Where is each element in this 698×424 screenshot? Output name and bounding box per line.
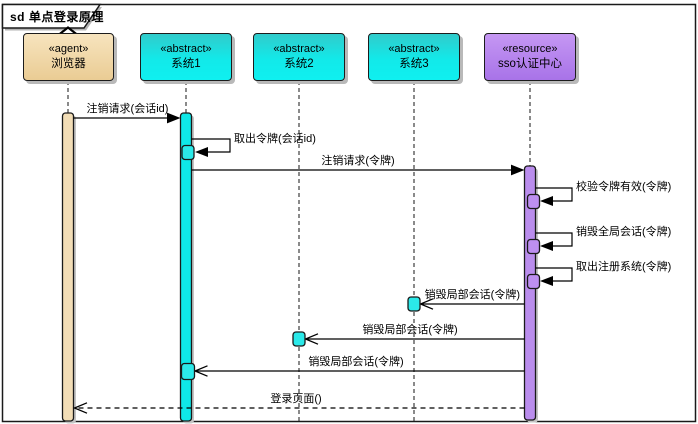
message-label: 销毁局部会话(令牌): [424, 289, 520, 301]
exec-block-sso: [526, 238, 541, 255]
message-label: 销毁局部会话(令牌): [362, 324, 458, 336]
participant-name: 系统1: [171, 58, 201, 70]
participant-name: 系统3: [399, 58, 429, 70]
arrowhead-icon: [511, 164, 525, 176]
stereotype-label: «abstract»: [273, 43, 325, 55]
message-line-destroy-global-session: [535, 232, 573, 247]
stereotype-label: «agent»: [48, 43, 89, 55]
diagram-title: sd 单点登录原理: [10, 10, 104, 24]
participant-system1: «abstract» 系统1: [140, 33, 232, 81]
message-label: 注销请求(令牌): [321, 155, 395, 167]
arrowhead-icon: [540, 241, 553, 251]
activation-browser: [61, 112, 75, 422]
stereotype-label: «abstract»: [388, 43, 440, 55]
exec-block-system3: [407, 296, 421, 312]
open-arrowhead-icon: [72, 402, 88, 414]
message-line-fetch-registered-systems: [535, 267, 573, 282]
activation-sso: [523, 165, 537, 421]
exec-block-system2: [292, 331, 306, 347]
message-label: 销毁局部会话(令牌): [308, 356, 404, 368]
message-label: 登录页面(): [270, 393, 322, 405]
participant-system2: «abstract» 系统2: [253, 33, 345, 81]
participant-sso: «resource» sso认证中心: [484, 33, 576, 81]
sync-arrowheads: [167, 112, 553, 286]
message-lines: [73, 117, 573, 409]
exec-block-system1: [180, 362, 196, 381]
activation-bars: [61, 112, 538, 424]
frame-tab: [1, 3, 102, 29]
message-line-fetch-token: [191, 138, 231, 153]
participant-system3: «abstract» 系统3: [368, 33, 460, 81]
arrowhead-icon: [167, 112, 181, 124]
message-label: 取出令牌(会话id): [234, 133, 316, 145]
participant-name: 浏览器: [51, 58, 86, 70]
execution-blocks: [180, 144, 541, 381]
arrowhead-icon: [195, 147, 208, 157]
arrowhead-icon: [540, 276, 553, 286]
message-label: 注销请求(会话id): [86, 103, 169, 115]
diagram-frame: [1, 3, 697, 423]
exec-block-sso: [526, 193, 541, 210]
exec-block-system1: [181, 144, 195, 161]
message-label: 取出注册系统(令牌): [576, 261, 672, 273]
message-line-validate-token: [535, 187, 573, 202]
participant-browser: «agent» 浏览器: [23, 33, 114, 81]
stereotype-label: «resource»: [502, 43, 558, 55]
message-label: 销毁全局会话(令牌): [576, 226, 672, 238]
participant-name: 系统2: [284, 58, 314, 70]
participant-name: sso认证中心: [498, 58, 562, 70]
stereotype-label: «abstract»: [160, 43, 212, 55]
arrowhead-icon: [540, 196, 553, 206]
lifelines: [67, 81, 531, 421]
activation-system1: [179, 112, 193, 422]
exec-block-sso: [526, 273, 541, 290]
message-label: 校验令牌有效(令牌): [576, 181, 672, 193]
